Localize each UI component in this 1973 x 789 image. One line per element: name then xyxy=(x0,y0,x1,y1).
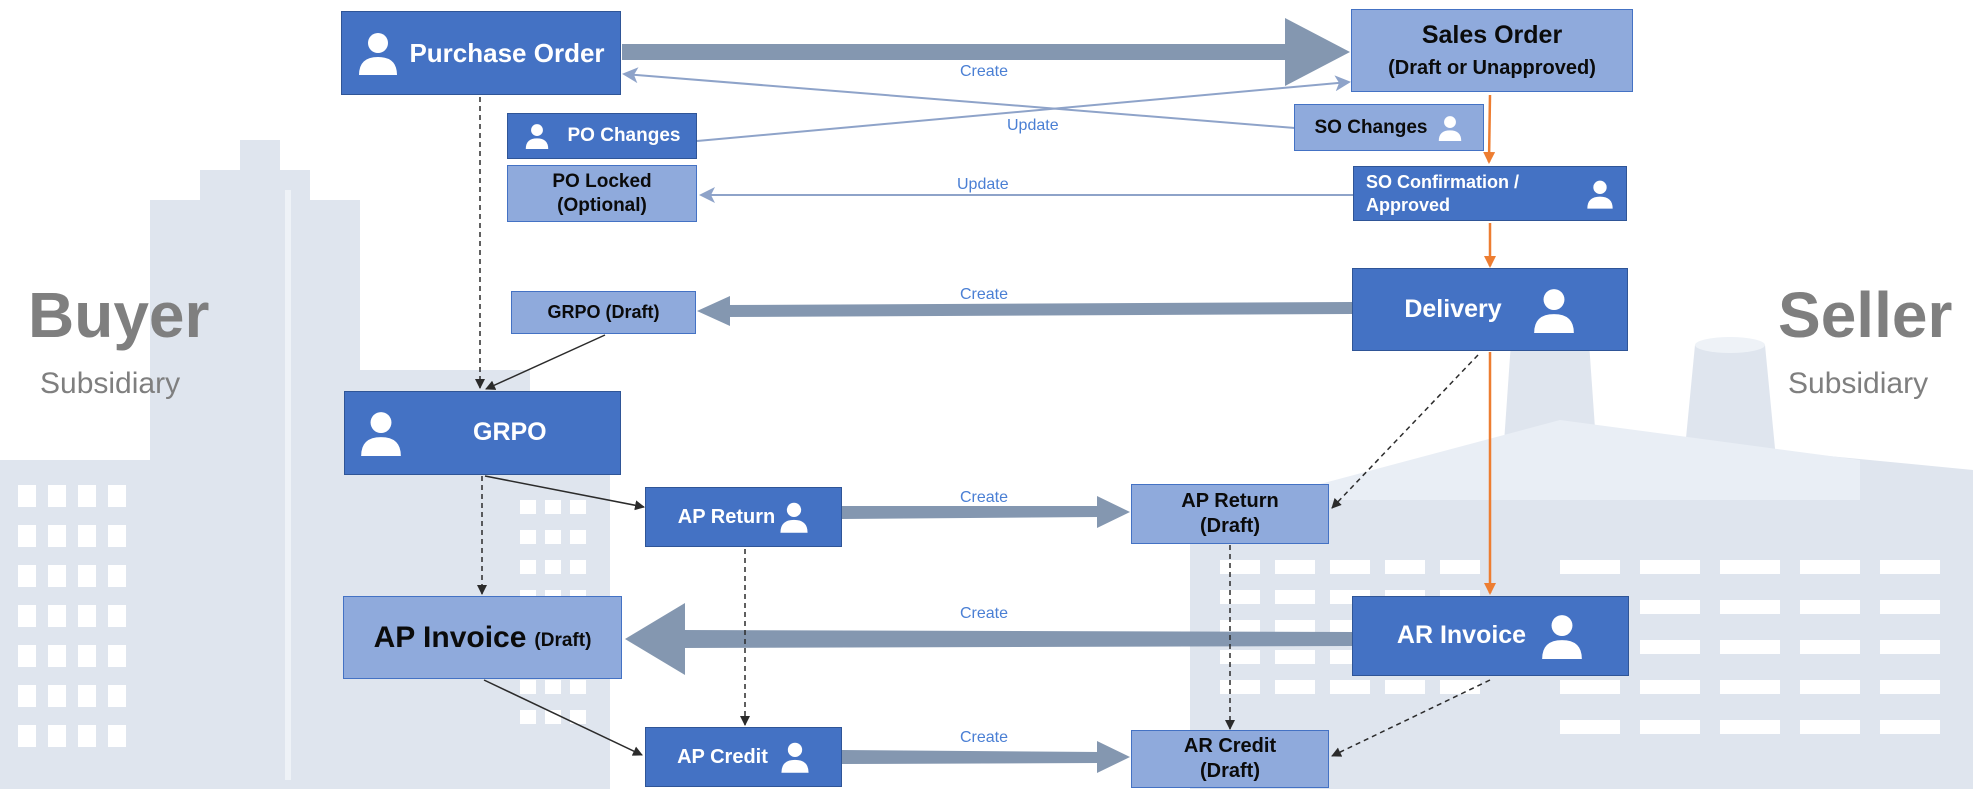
ar-invoice-create-label: Create xyxy=(960,605,1008,622)
ap-invoice-sublabel: (Draft) xyxy=(534,629,592,651)
grpo-draft-to-grpo-line xyxy=(485,334,606,390)
so-changes-node[interactable]: SO Changes xyxy=(1294,104,1484,151)
so-changes-to-po-update-line xyxy=(622,67,1296,129)
ap-credit-node[interactable]: AP Credit xyxy=(645,727,842,787)
po-changes-label: PO Changes xyxy=(567,125,681,147)
ar-credit-sublabel: (Draft) xyxy=(1200,760,1260,782)
po-locked-sublabel: (Optional) xyxy=(557,194,647,216)
po-locked-update-label: Update xyxy=(957,176,1009,193)
seller-subtitle: Subsidiary xyxy=(1788,367,1929,400)
po-locked-node[interactable]: PO Locked (Optional) xyxy=(507,165,697,222)
po-changes-node[interactable]: PO Changes xyxy=(507,113,697,159)
sales-order-label: Sales Order xyxy=(1421,21,1563,50)
seller-title: Seller xyxy=(1778,279,1953,351)
ar-invoice-to-ap-invoice-arrow xyxy=(625,603,1352,675)
sales-order-node[interactable]: Sales Order (Draft or Unapproved) xyxy=(1351,9,1633,92)
delivery-label: Delivery xyxy=(1404,294,1502,323)
person-icon xyxy=(525,124,548,149)
ap-credit-create-label: Create xyxy=(960,729,1008,746)
so-confirmation-node[interactable]: SO Confirmation / Approved xyxy=(1353,166,1627,221)
person-icon xyxy=(1542,615,1582,659)
ap-return-create-arrow xyxy=(842,496,1130,528)
so-confirmation-sublabel: Approved xyxy=(1366,194,1451,215)
grpo-label: GRPO xyxy=(473,418,547,447)
po-locked-label: PO Locked xyxy=(552,170,652,192)
person-icon xyxy=(781,742,809,773)
ap-return-label: AP Return xyxy=(677,505,776,528)
po-update-label: Update xyxy=(1007,117,1059,134)
ar-invoice-label: AR Invoice xyxy=(1396,621,1527,650)
person-icon xyxy=(361,412,401,456)
so-changes-label: SO Changes xyxy=(1314,116,1428,138)
person-icon xyxy=(1533,288,1574,333)
ar-invoice-to-ar-credit-dashed xyxy=(1331,679,1491,757)
purchase-order-node[interactable]: Purchase Order xyxy=(341,11,621,95)
delivery-to-grpo-draft-arrow xyxy=(697,296,1352,326)
person-icon xyxy=(1587,180,1613,209)
ap-invoice-label: AP Invoice xyxy=(373,620,527,654)
purchase-order-label: Purchase Order xyxy=(409,37,605,68)
ar-credit-draft-node[interactable]: AR Credit (Draft) xyxy=(1131,730,1329,788)
grpo-node[interactable]: GRPO xyxy=(344,391,621,475)
delivery-to-grpo-label: Create xyxy=(960,286,1008,303)
ap-credit-label: AP Credit xyxy=(677,745,768,768)
ap-return-node[interactable]: AP Return xyxy=(645,487,842,547)
ap-return-draft-node[interactable]: AP Return (Draft) xyxy=(1131,484,1329,544)
po-to-so-create-arrow xyxy=(622,18,1350,86)
grpo-draft-label: GRPO (Draft) xyxy=(547,302,660,323)
sales-order-sublabel: (Draft or Unapproved) xyxy=(1388,56,1596,79)
po-changes-to-so-update-line xyxy=(696,75,1351,142)
delivery-node[interactable]: Delivery xyxy=(1352,268,1628,351)
ar-credit-label: AR Credit xyxy=(1183,735,1277,757)
ar-invoice-node[interactable]: AR Invoice xyxy=(1352,596,1629,676)
po-to-so-create-label: Create xyxy=(960,63,1008,80)
buyer-title: Buyer xyxy=(28,279,210,351)
person-icon xyxy=(780,502,808,533)
ap-return-create-label: Create xyxy=(960,489,1008,506)
person-icon xyxy=(1439,115,1462,141)
so-to-so-confirm-orange xyxy=(1483,94,1496,164)
grpo-to-ap-return-line xyxy=(484,475,645,511)
ap-credit-create-arrow xyxy=(842,741,1130,773)
grpo-draft-node[interactable]: GRPO (Draft) xyxy=(511,291,696,334)
ap-return-draft-sublabel: (Draft) xyxy=(1200,515,1260,537)
ap-return-draft-label: AP Return xyxy=(1181,490,1279,512)
so-confirmation-label: SO Confirmation / xyxy=(1366,172,1519,192)
ap-invoice-to-ap-credit-line xyxy=(483,679,643,756)
buyer-subtitle: Subsidiary xyxy=(40,367,181,400)
ap-invoice-node[interactable]: AP Invoice (Draft) xyxy=(343,596,622,679)
person-icon xyxy=(359,33,398,75)
